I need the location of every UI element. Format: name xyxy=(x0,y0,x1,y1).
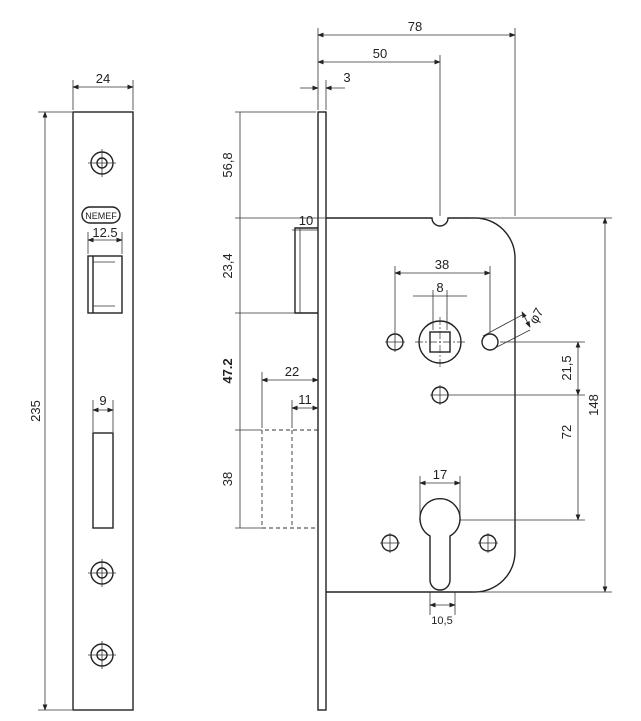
nemef-logo xyxy=(81,206,121,224)
dim-bolt-projection: 22 xyxy=(285,364,299,379)
hole-icon xyxy=(385,332,405,352)
dim-spindle: 8 xyxy=(436,280,443,295)
dim-hole-spacing: 38 xyxy=(435,257,449,272)
dim-backset: 50 xyxy=(373,46,387,61)
hole-icon xyxy=(430,385,450,405)
dim-cylinder-width: 17 xyxy=(433,467,447,482)
dim-depth: 78 xyxy=(408,19,422,34)
dim-height: 235 xyxy=(28,400,43,422)
hole-icon xyxy=(380,533,400,553)
faceplate-side xyxy=(317,111,327,711)
hole-icon xyxy=(478,533,498,553)
bolt-side xyxy=(261,429,318,529)
lock-case xyxy=(326,217,516,593)
dim-centre-distance: 72 xyxy=(559,425,574,439)
dim-bolt-width: 9 xyxy=(99,393,106,408)
dim-hole-offset: 21,5 xyxy=(559,355,574,380)
dim-latch: 23,4 xyxy=(220,253,235,278)
side-view: 78 50 3 56,8 23,4 47.2 38 10 22 11 38 8 … xyxy=(220,19,612,711)
dim-width: 24 xyxy=(96,71,110,86)
dim-latch-width: 12.5 xyxy=(92,225,117,240)
logo-text: NEMEF xyxy=(85,211,117,221)
front-view: 24 235 NEMEF 12.5 9 xyxy=(28,71,134,711)
dim-bolt-inner: 11 xyxy=(298,392,312,407)
faceplate-front xyxy=(72,111,134,711)
dim-top: 56,8 xyxy=(220,152,235,177)
latch-front xyxy=(87,255,123,314)
dim-hole-diameter: φ7 xyxy=(526,305,547,326)
hole-icon xyxy=(481,333,499,351)
screw-icon xyxy=(88,559,116,587)
dim-latch-projection: 10 xyxy=(299,213,313,228)
latch-side xyxy=(294,227,318,314)
bolt-front xyxy=(92,432,114,529)
dim-cylinder-slot: 10,5 xyxy=(431,615,452,627)
dim-faceplate: 3 xyxy=(343,70,350,85)
dim-bolt-height: 38 xyxy=(220,472,235,486)
dim-latch-bolt: 47.2 xyxy=(220,358,235,383)
dim-case-height: 148 xyxy=(586,394,601,416)
screw-icon xyxy=(88,641,116,669)
cylinder-cutout xyxy=(419,498,461,591)
screw-icon xyxy=(88,149,116,177)
